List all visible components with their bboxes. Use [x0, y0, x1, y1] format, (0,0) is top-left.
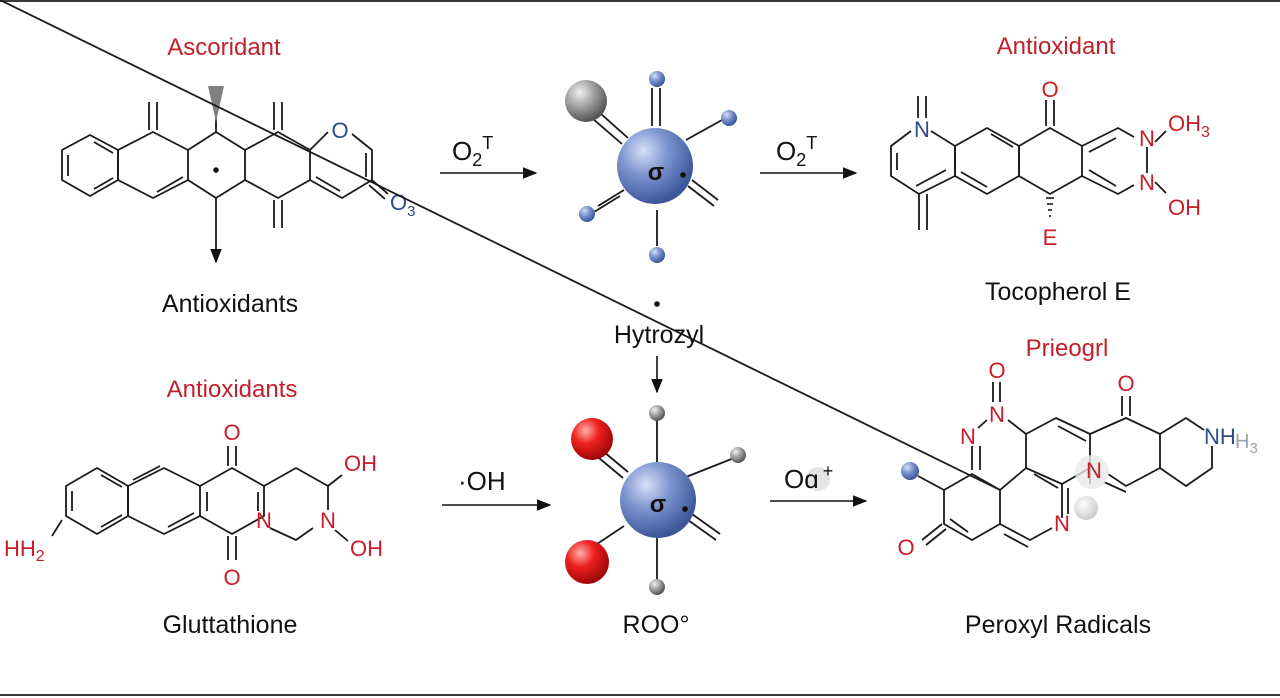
small-gray-atom-top — [649, 405, 665, 421]
atom-o-ring: O — [331, 118, 348, 143]
atom-o-top: O — [1041, 77, 1058, 102]
atom-n-top: N — [989, 402, 1005, 427]
atom-o-top-right: O — [1117, 371, 1134, 396]
molecule-ascoridant — [61, 102, 389, 256]
atom-n-right: N — [320, 508, 336, 533]
red-atom-bottom — [565, 540, 609, 584]
central-blue-sphere-roo — [620, 462, 696, 538]
caption-roo: ROO° — [623, 611, 690, 639]
title-prieogrl: Prieogrl — [1026, 335, 1109, 362]
atom-oh-top: OH — [344, 451, 377, 476]
central-blue-sphere — [617, 128, 693, 204]
atom-e: E — [1043, 225, 1058, 250]
caption-tocopherol-e: Tocopherol E — [985, 278, 1131, 306]
reagent-bottom-right: Oɑ+ — [784, 461, 833, 494]
title-antioxidants: Antioxidants — [167, 376, 298, 403]
atom-hh2: HH2 — [4, 536, 45, 565]
reagent-top-right: O2T — [776, 133, 817, 170]
atom-n-bottom: N — [1054, 511, 1070, 536]
gray-atom — [565, 80, 607, 122]
central-dot-roo — [682, 506, 688, 512]
reagent-top-left: O2T — [452, 133, 493, 170]
atom-oh3: OH3 — [1168, 111, 1210, 141]
caption-gluttathione: Gluttathione — [163, 611, 298, 639]
atom-n-right-1: N — [1139, 126, 1155, 151]
atom-h3: H3 — [1235, 431, 1258, 457]
atom-n-right-2: N — [1139, 170, 1155, 195]
small-blue-atom-top — [649, 71, 665, 87]
atom-o-left: O — [897, 535, 914, 560]
reagent-glow — [806, 467, 830, 491]
red-atom-top — [571, 418, 613, 460]
bottom-border — [0, 694, 1280, 696]
atom-oh: OH — [1168, 195, 1201, 220]
small-gray-atom-right — [730, 447, 746, 463]
caption-hytrozyl: Hytrozyl — [614, 321, 704, 349]
white-glow-atom — [1075, 455, 1109, 489]
atom-n-ring: N — [256, 508, 272, 533]
atom-o-nitroso: O — [988, 358, 1005, 383]
small-blue-atom-bottom — [649, 247, 665, 263]
central-symbol-roo: σ — [650, 491, 666, 518]
atom-oh-bottom: OH — [350, 536, 383, 561]
central-dot — [680, 172, 686, 178]
reagent-bottom-left: ·OH — [458, 466, 506, 496]
small-blue-atom-right — [721, 110, 737, 126]
molecule-prieogrl — [0, 0, 1213, 548]
small-gray-atom-bottom — [649, 579, 665, 595]
caption-antioxidants: Antioxidants — [162, 290, 298, 318]
title-ascoridant: Ascoridant — [167, 34, 281, 61]
atom-o-bottom: O — [223, 565, 240, 590]
atom-nh: NH — [1204, 424, 1236, 449]
white-atom — [1074, 496, 1098, 520]
atom-o3: O3 — [390, 190, 415, 220]
radical-dot-below — [654, 301, 660, 307]
hashed-bond — [1046, 197, 1054, 217]
sphere-model-roo — [593, 420, 735, 580]
radical-dot — [213, 167, 219, 173]
small-blue-atom-br — [901, 462, 919, 480]
title-antioxidant: Antioxidant — [997, 33, 1116, 60]
atom-o-top: O — [223, 420, 240, 445]
molecule-gluttathione — [51, 446, 349, 560]
atom-n-ring: N — [914, 117, 930, 142]
central-symbol: σ — [648, 159, 664, 186]
small-blue-atom-left — [579, 206, 595, 222]
top-border — [0, 0, 1280, 2]
wedge-bond — [208, 86, 224, 122]
atom-n-center: N — [1086, 458, 1102, 483]
caption-peroxyl-radicals: Peroxyl Radicals — [965, 611, 1151, 639]
atom-n-left: N — [960, 424, 976, 449]
molecule-tocopherol — [890, 96, 1167, 230]
